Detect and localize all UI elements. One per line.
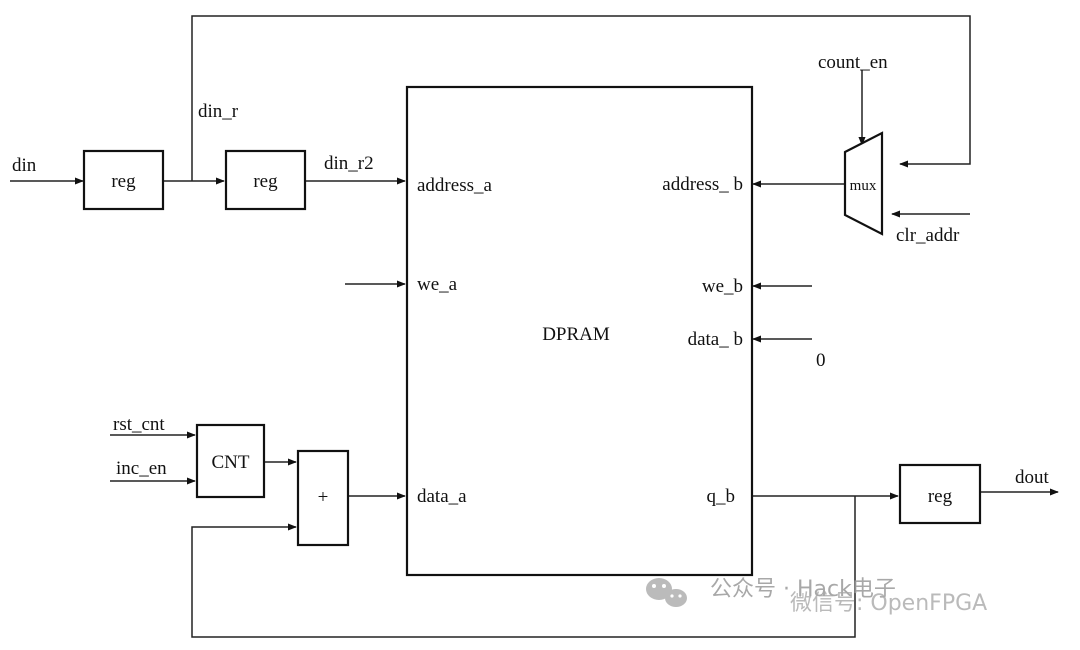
block-label: reg — [253, 171, 278, 192]
block-reg-output: reg — [898, 463, 982, 525]
block-mux: mux — [843, 131, 884, 236]
port-we-b: we_b — [702, 276, 743, 297]
signal-dout: dout — [1015, 467, 1050, 488]
port-address-b: address_ b — [662, 174, 743, 195]
block-reg-input-2: reg — [224, 149, 307, 211]
block-cnt: CNT — [195, 423, 266, 499]
signal-din-r2: din_r2 — [324, 153, 374, 174]
block-label: reg — [111, 171, 136, 192]
wire-q-b-feedback — [191, 496, 856, 638]
port-we-a: we_a — [417, 274, 458, 295]
signal-din-r: din_r — [198, 101, 239, 122]
wechat-icon — [646, 578, 687, 607]
signal-zero: 0 — [816, 350, 826, 371]
watermark: 公众号 · Hack电子 微信号: OpenFPGA — [646, 577, 987, 616]
block-label: reg — [928, 486, 953, 507]
mux-label: mux — [850, 178, 877, 194]
port-address-a: address_a — [417, 175, 492, 196]
signal-din: din — [12, 155, 37, 176]
watermark-text: 公众号 · Hack电子 — [710, 577, 896, 602]
cnt-label: CNT — [212, 452, 250, 473]
block-adder: + — [296, 449, 350, 547]
dpram-label: DPRAM — [542, 324, 610, 345]
adder-label: + — [318, 487, 329, 508]
signal-clr-addr: clr_addr — [896, 225, 960, 246]
wire-din-r-feedback — [191, 15, 971, 181]
port-data-a: data_a — [417, 486, 467, 507]
port-q-b: q_b — [707, 486, 736, 507]
signal-count-en: count_en — [818, 52, 888, 73]
port-data-b: data_ b — [688, 329, 743, 350]
signal-rst-cnt: rst_cnt — [113, 414, 165, 435]
block-dpram: DPRAM — [405, 85, 754, 577]
wires — [10, 15, 1059, 638]
block-reg-input-1: reg — [82, 149, 165, 211]
watermark-subtext: 微信号: OpenFPGA — [790, 591, 987, 616]
signal-inc-en: inc_en — [116, 458, 167, 479]
